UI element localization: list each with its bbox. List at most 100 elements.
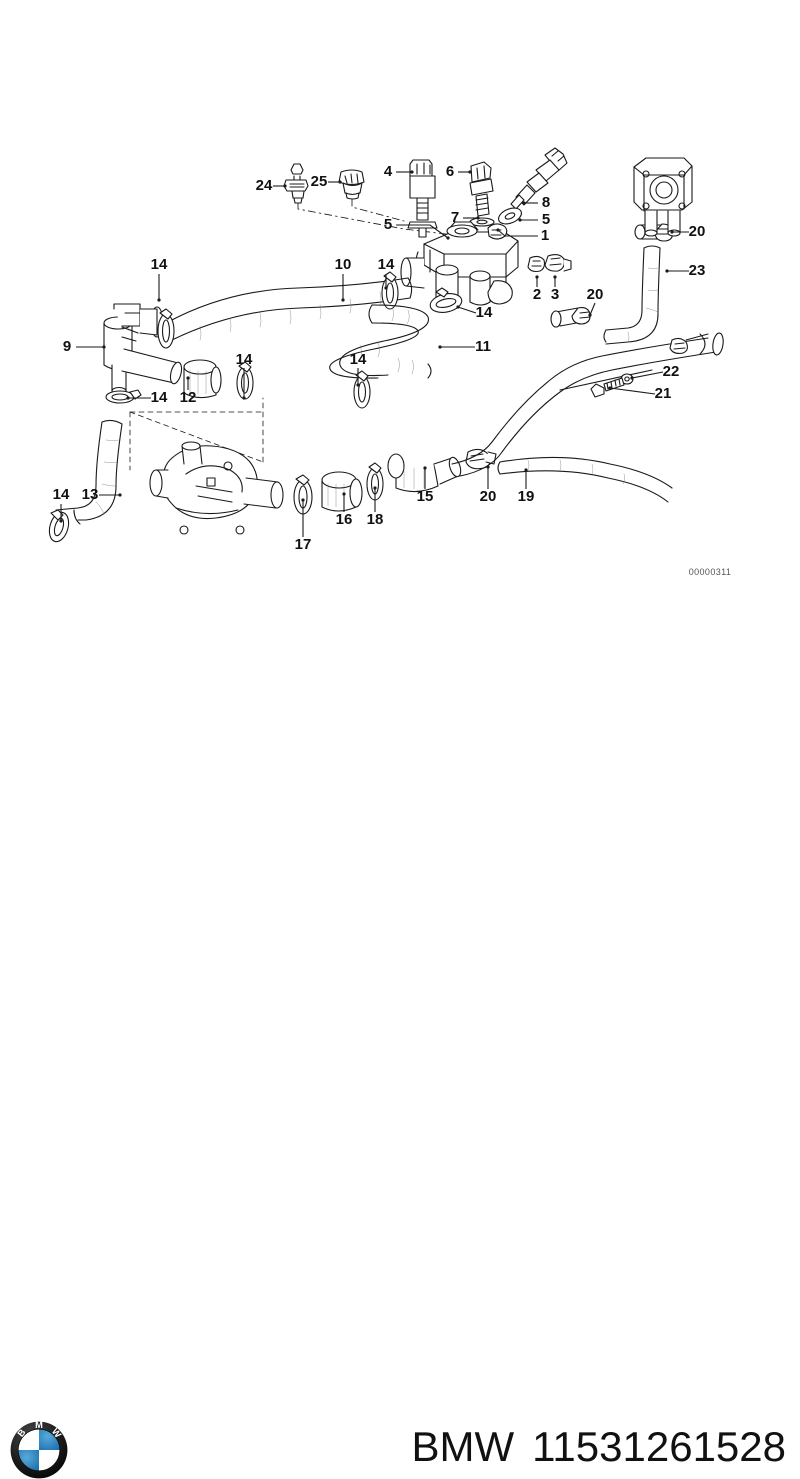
callout-number: 1: [541, 227, 549, 244]
part-25-plug: [338, 169, 365, 200]
callout-16: 16: [336, 492, 353, 528]
callout-leader-dot: [283, 184, 287, 188]
callout-number: 5: [542, 211, 550, 228]
part-water-pump-housing: [149, 441, 284, 535]
part-3-screw-plug: [544, 253, 572, 272]
callout-number: 3: [551, 286, 559, 303]
callout-leader-dot: [670, 230, 674, 234]
callout-number: 15: [417, 488, 434, 505]
callout-leader-dot: [588, 313, 592, 317]
callout-leader-dot: [356, 383, 360, 387]
callout-number: 14: [151, 256, 168, 273]
callout-25: 25: [311, 173, 342, 190]
callout-leader-line: [457, 306, 477, 314]
callout-leader-dot: [341, 298, 345, 302]
callout-leader-dot: [468, 170, 472, 174]
callout-leader-dot: [338, 180, 342, 184]
callout-number: 14: [476, 304, 493, 321]
callout-number: 16: [336, 511, 353, 528]
callout-leader-dot: [630, 376, 634, 380]
callout-leader-line: [609, 387, 656, 395]
callout-number: 24: [256, 177, 273, 194]
callout-number: 25: [311, 173, 328, 190]
callout-3: 3: [551, 275, 559, 303]
part-23-l-hose: [603, 245, 661, 345]
callout-number: 14: [151, 389, 168, 406]
callout-5: 5: [384, 216, 450, 240]
clamp-17: [293, 474, 313, 515]
callout-21: 21: [608, 385, 671, 402]
callout-number: 22: [663, 363, 680, 380]
callout-leader-dot: [438, 345, 442, 349]
callout-number: 13: [82, 486, 99, 503]
callout-leader-dot: [384, 286, 388, 290]
callout-14: 14: [456, 304, 493, 321]
callout-14: 14: [53, 486, 70, 523]
callout-leader-dot: [665, 269, 669, 273]
pipe-bracket: [669, 333, 709, 354]
callout-leader-dot: [535, 275, 539, 279]
part-6-temperature-sensor: [469, 161, 494, 217]
callout-leader-dot: [476, 216, 480, 220]
part-16-pipe: [321, 471, 363, 512]
part-13-lower-hose: [55, 419, 123, 525]
callout-number: 17: [295, 536, 312, 553]
callout-leader-dot: [157, 298, 161, 302]
callout-15: 15: [417, 466, 434, 505]
callout-number: 14: [378, 256, 395, 273]
callout-number: 7: [451, 209, 459, 226]
callout-12: 12: [180, 376, 196, 406]
callout-leader-dot: [342, 492, 346, 496]
footer-brand: BMW: [411, 1423, 515, 1470]
callout-leader-dot: [496, 228, 500, 232]
callout-leader-dot: [373, 486, 377, 490]
technical-illustration: 1234556789101112131414141414141415161718…: [48, 147, 732, 577]
callout-7: 7: [451, 209, 480, 226]
callout-number: 10: [335, 256, 352, 273]
callout-22: 22: [630, 363, 679, 380]
callout-number: 21: [655, 385, 672, 402]
part-20b-connector: [550, 307, 591, 328]
callout-number: 8: [542, 194, 550, 211]
callout-5: 5: [518, 211, 550, 228]
diagram-reference-code: 00000311: [689, 567, 732, 577]
callout-4: 4: [384, 163, 414, 180]
callout-leader-dot: [59, 519, 63, 523]
callout-leader-dot: [486, 465, 490, 469]
callout-20: 20: [670, 223, 705, 240]
callout-number: 19: [518, 488, 535, 505]
callout-leader-dot: [608, 386, 612, 390]
callout-leader-dot: [522, 201, 526, 205]
callout-23: 23: [665, 262, 705, 279]
callout-number: 20: [587, 286, 604, 303]
callout-20: 20: [480, 465, 496, 505]
callout-leader-line: [631, 371, 664, 379]
callout-number: 11: [475, 338, 491, 355]
callout-number: 18: [367, 511, 384, 528]
part-5-sealing-ring-upper: [498, 207, 522, 225]
svg-text:M: M: [35, 1421, 43, 1430]
part-8-injector: [510, 147, 568, 210]
callout-leader-line: [497, 229, 538, 237]
callout-leader-dot: [242, 396, 246, 400]
clamp-below-valve: [105, 389, 142, 404]
callout-14: 14: [350, 351, 367, 387]
clamp-14g: [48, 509, 70, 543]
callout-14: 14: [126, 389, 168, 406]
part-19-curved-hose: [497, 456, 673, 503]
part-12-connecting-pipe: [183, 359, 222, 399]
part-21-bolt: [590, 377, 625, 398]
callout-leader-dot: [186, 376, 190, 380]
callout-number: 2: [533, 286, 541, 303]
callout-leader-dot: [524, 468, 528, 472]
part-2-screw-plug: [527, 255, 546, 273]
callout-19: 19: [518, 468, 535, 505]
callout-11: 11: [438, 338, 491, 355]
callout-leader-dot: [423, 466, 427, 470]
callout-leader-dot: [301, 498, 305, 502]
callout-2: 2: [533, 275, 541, 303]
